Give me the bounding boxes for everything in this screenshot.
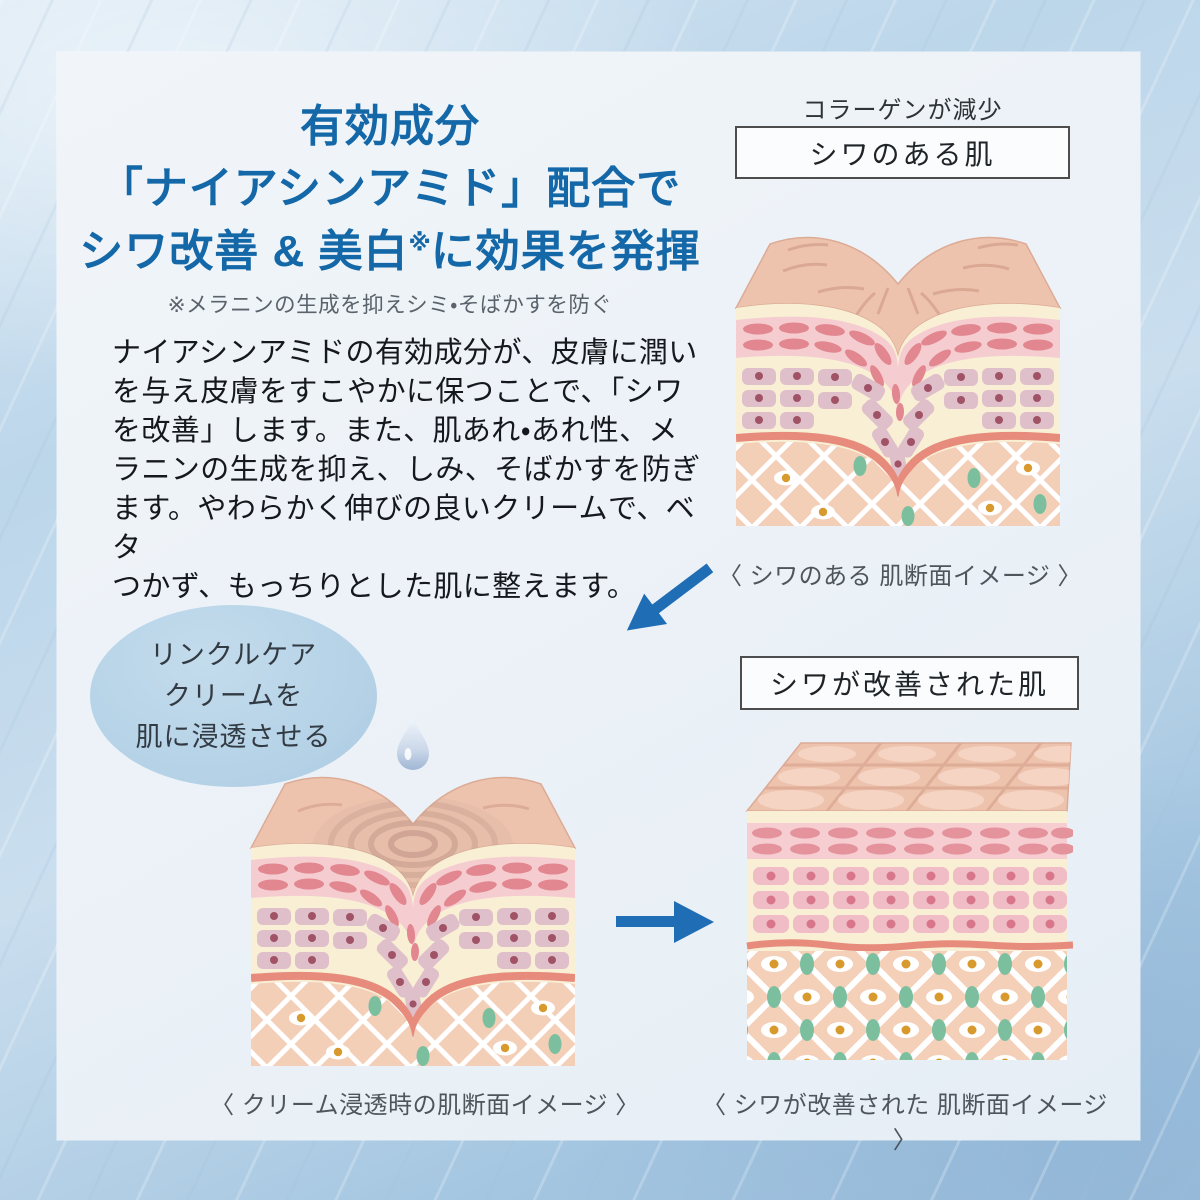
water-droplet-icon [397,718,429,770]
title-line-1: 有効成分 [300,102,480,151]
cream-penetration-skin-diagram [249,718,577,1066]
page-title: 有効成分 「ナイアシンアミド」配合で シワ改善 & 美白※に効果を発揮 [60,96,720,283]
plump-bump-grid [765,743,1070,811]
collagen-fibers [743,322,1053,421]
wrinkled-skin-caption: 〈 シワのある 肌断面イメージ 〉 [717,563,1083,590]
title-line-3-post: に効果を発揮 [430,226,701,276]
epidermal-cells-improved [753,867,1067,933]
collagen-decrease-label: コラーゲンが減少 [802,97,1003,124]
wrinkled-skin-label-box: シワのある肌 [735,126,1070,179]
improved-skin-label: シワが改善された肌 [769,669,1049,700]
collagen-fibers-improved [752,827,1073,855]
improved-skin-cross-section-diagram [745,742,1073,1060]
arrow-down-left-icon [626,563,714,631]
dermis-region-improved [747,951,1067,1060]
description-paragraph: ナイアシンアミドの有効成分が、皮膚に潤い を与え皮膚をすこやかに保つことで、「シ… [112,337,701,603]
title-line-3-pre: シワ改善 & 美白 [79,226,409,276]
title-footnote: ※メラニンの生成を抑えシミ・そばかすを防ぐ [167,293,613,317]
plump-bump-highlights [758,746,1071,810]
wrinkle-crease-lines [782,242,1019,322]
title-line-3: シワ改善 & 美白※に効果を発揮 [60,221,720,283]
dermis-boundary-line [736,431,1060,497]
arrow-right-icon [616,901,714,943]
cream-penetration-caption: 〈 クリーム浸透時の肌断面イメージ 〉 [210,1092,640,1119]
title-line-2: 「ナイアシンアミド」配合で [98,164,682,214]
improved-skin-label-box: シワが改善された肌 [740,656,1079,710]
wrinkled-skin-cross-section-diagram [734,236,1062,526]
wrinkled-skin-label: シワのある肌 [809,138,996,170]
title-line-3-asterisk: ※ [408,229,431,256]
wrinkle-care-cream-bubble: リンクルケア クリームを 肌に浸透させる [90,605,377,787]
bubble-text: リンクルケア クリームを 肌に浸透させる [135,639,332,752]
dermis-boundary-line-improved [746,939,1073,952]
collagen-band-improved [747,823,1067,859]
dermis-cells [774,456,1047,526]
improved-skin-caption: 〈 シワが改善された 肌断面イメージ 〉 [702,1092,1108,1154]
